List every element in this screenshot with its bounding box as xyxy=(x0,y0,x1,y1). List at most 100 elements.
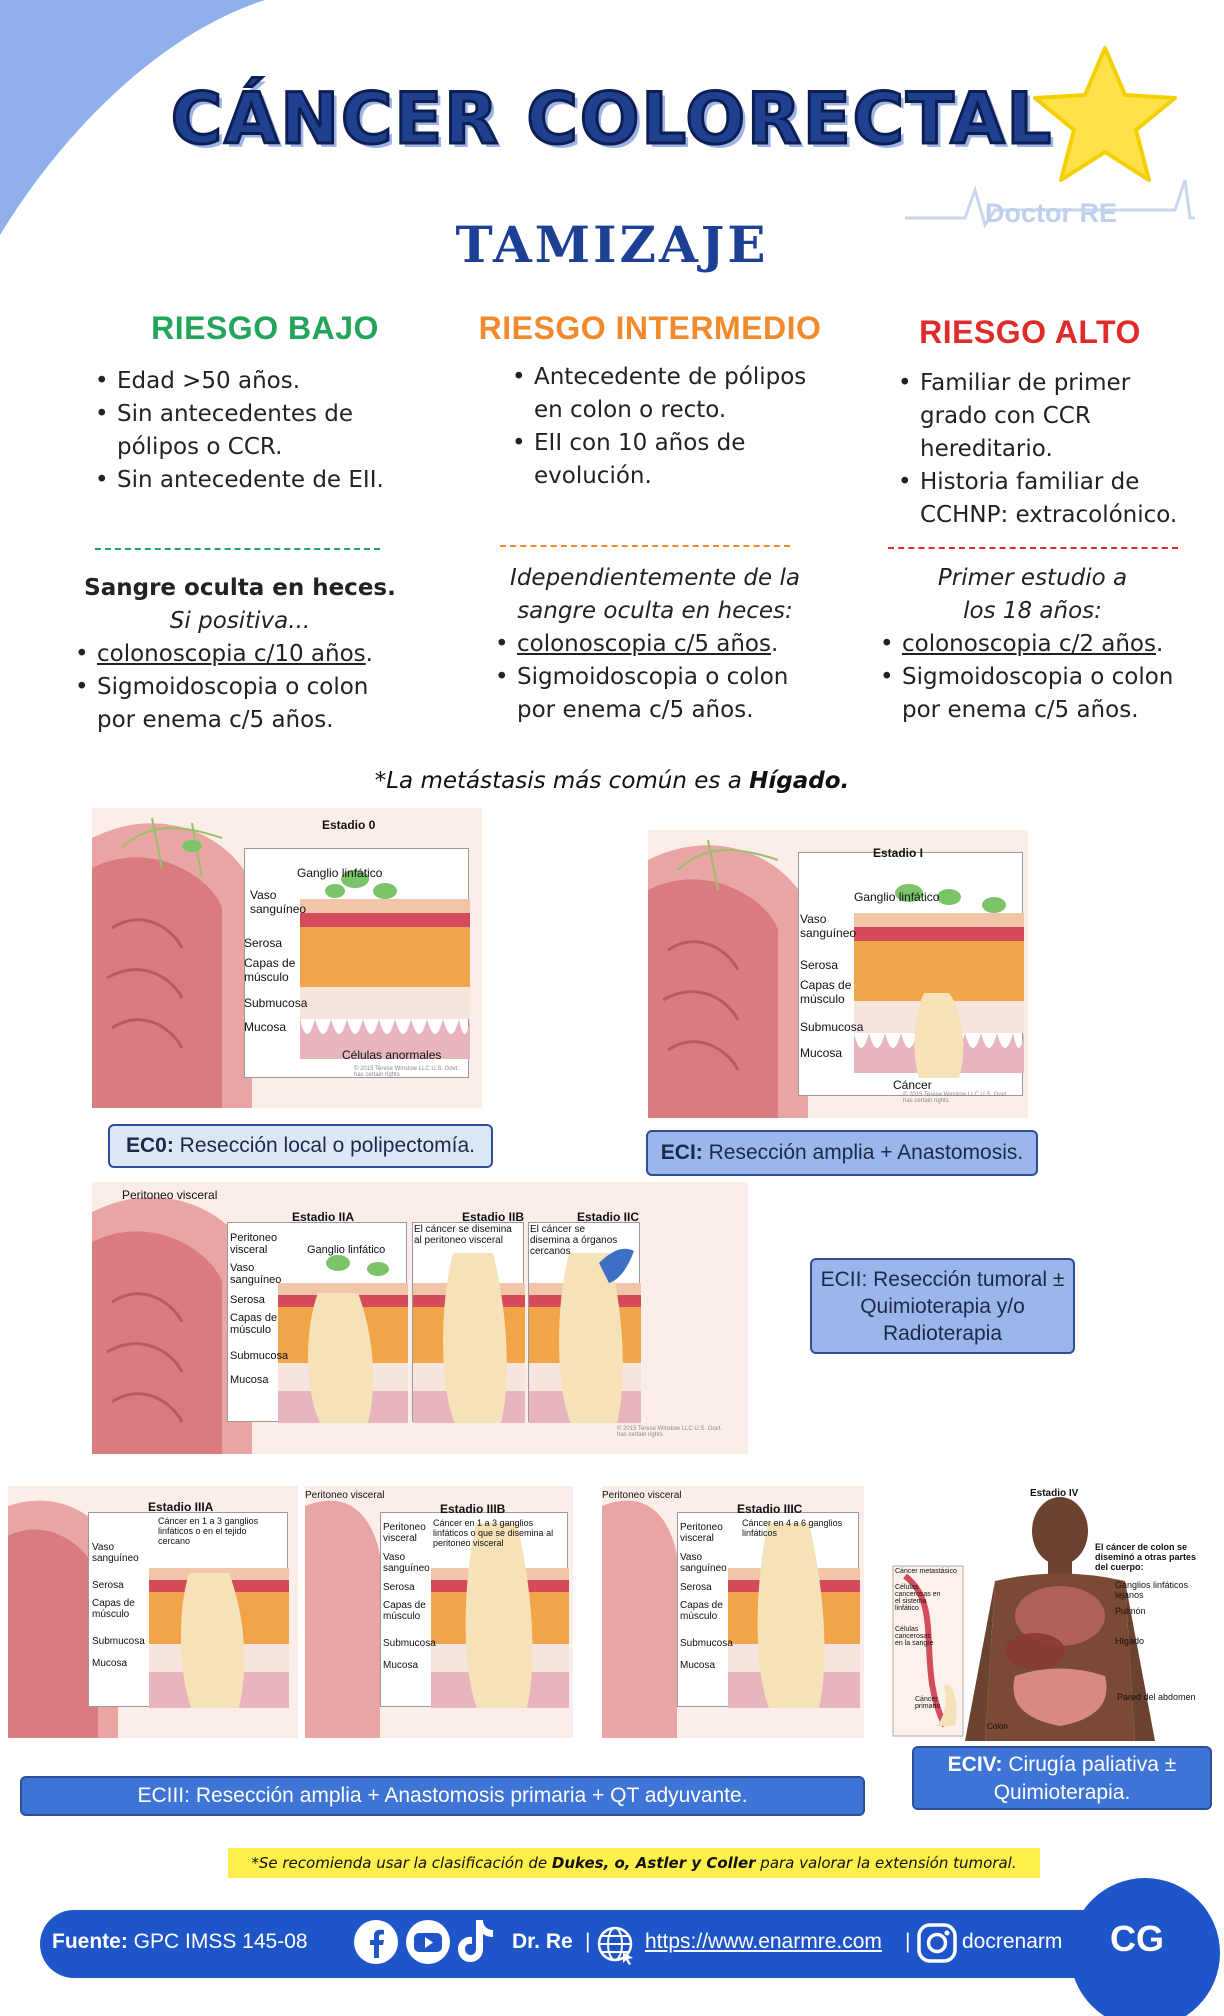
label-muscle: Capas de músculo xyxy=(92,1598,135,1620)
risk-intermediate-heading: RIESGO INTERMEDIO xyxy=(478,310,822,346)
list-item: EII con 10 años de evolución. xyxy=(512,427,830,493)
label-blood-vessel: Vaso sanguíneo xyxy=(250,888,307,916)
figure-title: Estadio IIIC xyxy=(737,1502,803,1516)
list-item: colonoscopia c/2 años. xyxy=(880,628,1185,661)
website-link[interactable]: https://www.enarmre.com xyxy=(645,1930,882,1953)
rec-title: Primer estudio a los 18 años: xyxy=(937,565,1128,624)
source-text: Fuente: GPC IMSS 145-08 xyxy=(52,1930,308,1953)
divider xyxy=(500,545,790,547)
inset-label: Cáncer metastásico xyxy=(895,1568,957,1575)
stage-note: El cáncer de colon se diseminó a otras p… xyxy=(1095,1542,1197,1572)
label-serosa: Serosa xyxy=(680,1582,712,1593)
label-lymph-node: Ganglio linfático xyxy=(307,1244,386,1256)
label-submucosa: Submucosa xyxy=(244,996,308,1010)
label-serosa: Serosa xyxy=(383,1582,415,1593)
metastasis-note: *La metástasis más común es a Hígado. xyxy=(374,768,850,794)
label-blood-vessel: Vaso sanguíneo xyxy=(383,1552,430,1574)
label-submucosa: Submucosa xyxy=(230,1350,289,1362)
label-organ: Ganglios linfáticos lejanos xyxy=(1115,1580,1189,1600)
label-serosa: Serosa xyxy=(230,1294,265,1306)
figure-title: Estadio IIA xyxy=(292,1210,355,1224)
corner-decoration xyxy=(0,0,265,235)
inset-label: Cáncer primario xyxy=(915,1696,941,1710)
stage-note: El cáncer se disemina al peritoneo visce… xyxy=(414,1224,512,1246)
stage-note: El cáncer se disemina a órganos cercanos xyxy=(530,1224,618,1257)
risk-high-heading: RIESGO ALTO xyxy=(919,314,1141,350)
label-serosa: Serosa xyxy=(800,958,839,972)
list-item: Sigmoidoscopia o colon por enema c/5 año… xyxy=(880,661,1185,727)
label-peritoneum: Peritoneo visceral xyxy=(383,1522,426,1544)
star-icon xyxy=(1033,46,1177,182)
list-item: Sigmoidoscopia o colon por enema c/5 año… xyxy=(75,671,405,737)
tissue-panel xyxy=(380,1512,569,1708)
figure-title: Estadio IV xyxy=(1030,1488,1079,1499)
page-title: CÁNCER COLORECTAL xyxy=(169,77,1054,162)
label-cancer: Cáncer xyxy=(893,1078,932,1092)
copyright: © 2015 Terese Winslow LLC U.S. Govt. has… xyxy=(354,1066,460,1078)
ec0-treatment-box: EC0: Resección local o polipectomía. xyxy=(108,1124,493,1168)
label-organ: Pulmón xyxy=(1115,1606,1146,1616)
list-item: Familiar de primer grado con CCR heredit… xyxy=(898,367,1180,466)
figure-title: Estadio IIIB xyxy=(440,1502,506,1516)
tissue-panel xyxy=(677,1512,860,1708)
globe-icon xyxy=(597,1926,633,1965)
label-muscle: Capas de músculo xyxy=(230,1312,278,1336)
label-peritoneum: Peritoneo visceral xyxy=(680,1522,723,1544)
stage-2-illustration: Peritoneo visceral Estadio IIA Estadio I… xyxy=(92,1182,748,1454)
inset-label: Células cancerosas en el sistema linfáti… xyxy=(895,1584,941,1612)
label-serosa: Serosa xyxy=(92,1580,124,1591)
author-name: Dr. Re xyxy=(512,1930,573,1953)
list-item: Antecedente de pólipos en colon o recto. xyxy=(512,361,830,427)
label-serosa: Serosa xyxy=(244,936,283,950)
label-peritoneum: Peritoneo visceral xyxy=(122,1188,218,1202)
label-mucosa: Mucosa xyxy=(800,1046,843,1060)
risk-intermediate-list: Antecedente de pólipos en colon o recto.… xyxy=(470,361,830,493)
label-mucosa: Mucosa xyxy=(680,1660,716,1671)
risk-low-column: RIESGO BAJO Edad >50 años. Sin anteceden… xyxy=(95,310,435,497)
badge-circle xyxy=(1070,1878,1220,2016)
rec-title: Sangre oculta en heces. xyxy=(84,575,396,601)
label-muscle: Capas de músculo xyxy=(800,978,852,1006)
instagram-icon[interactable] xyxy=(915,1921,959,1965)
facebook-icon[interactable] xyxy=(352,1918,400,1966)
separator: | xyxy=(585,1930,591,1953)
label-peritoneum: Peritoneo visceral xyxy=(230,1232,278,1256)
risk-high-list: Familiar de primer grado con CCR heredit… xyxy=(880,367,1180,532)
youtube-icon[interactable] xyxy=(404,1918,452,1966)
risk-intermediate-recommendation: Idependientemente de la sangre oculta en… xyxy=(495,562,815,727)
label-muscle: Capas de músculo xyxy=(244,956,296,984)
list-item: colonoscopia c/5 años. xyxy=(495,628,815,661)
label-submucosa: Submucosa xyxy=(800,1020,864,1034)
label-blood-vessel: Vaso sanguíneo xyxy=(92,1542,139,1564)
risk-low-recommendation: Sangre oculta en heces. Si positiva... c… xyxy=(75,572,405,737)
risk-high-recommendation: Primer estudio a los 18 años: colonoscop… xyxy=(880,562,1185,727)
stage-3c-illustration: Peritoneo visceral Estadio IIIC Cáncer e… xyxy=(602,1486,864,1738)
tissue-panel xyxy=(244,848,470,1078)
copyright: © 2015 Terese Winslow LLC U.S. Govt. has… xyxy=(903,1092,1009,1104)
label-abnormal-cells: Células anormales xyxy=(342,1048,442,1062)
tissue-panel-iic xyxy=(528,1222,641,1423)
list-item: Edad >50 años. xyxy=(95,365,435,398)
tissue-panel-iia xyxy=(227,1222,408,1423)
eciv-treatment-box: ECIV: Cirugía paliativa ± Quimioterapia. xyxy=(912,1746,1212,1810)
label-organ: Pared del abdomen xyxy=(1117,1692,1196,1702)
classification-note: *Se recomienda usar la clasificación de … xyxy=(228,1848,1040,1878)
list-item: colonoscopia c/10 años. xyxy=(75,638,405,671)
tiktok-icon[interactable] xyxy=(456,1916,496,1966)
stage-note: Cáncer en 1 a 3 ganglios linfáticos o qu… xyxy=(433,1518,554,1548)
divider xyxy=(95,548,380,550)
label-blood-vessel: Vaso sanguíneo xyxy=(230,1262,282,1286)
tissue-panel-iib xyxy=(412,1222,525,1423)
list-item: Historia familiar de CCHNP: extracolónic… xyxy=(898,466,1180,532)
list-item: Sin antecedentes de pólipos o CCR. xyxy=(95,398,435,464)
stage-note: Cáncer en 4 a 6 ganglios linfáticos xyxy=(742,1518,843,1538)
label-mucosa: Mucosa xyxy=(230,1374,269,1386)
instagram-handle[interactable]: docrenarm xyxy=(962,1930,1063,1953)
inset-label: Células cancerosas en la sangre xyxy=(895,1626,934,1647)
label-muscle: Capas de músculo xyxy=(680,1600,723,1622)
figure-title: Estadio IIC xyxy=(577,1210,640,1224)
label-mucosa: Mucosa xyxy=(244,1020,287,1034)
label-mucosa: Mucosa xyxy=(383,1660,419,1671)
risk-intermediate-column: RIESGO INTERMEDIO Antecedente de pólipos… xyxy=(470,310,830,493)
list-item: Sigmoidoscopia o colon por enema c/5 año… xyxy=(495,661,815,727)
